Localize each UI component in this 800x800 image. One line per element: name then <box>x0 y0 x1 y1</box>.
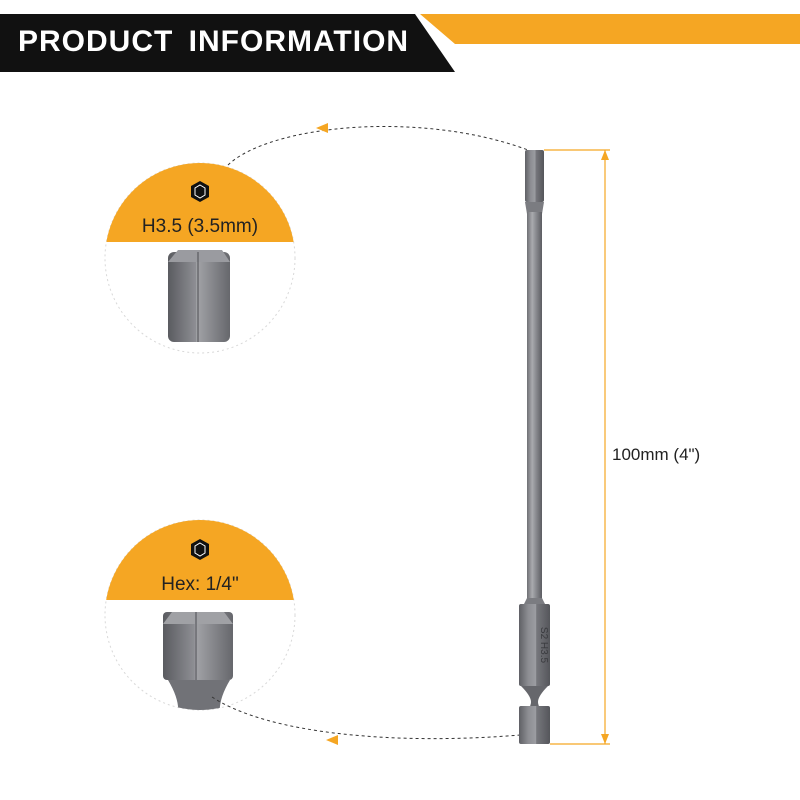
bit-shaft <box>527 212 542 598</box>
bit-engraving: S2 H3.5 <box>538 627 549 664</box>
screwdriver-bit: S2 H3.5 <box>519 150 550 744</box>
arrow-left-icon <box>326 735 338 745</box>
arrow-left-icon <box>316 123 328 133</box>
connector-arc-bottom <box>211 696 521 740</box>
banner-accent-stripe <box>0 14 800 44</box>
banner <box>0 14 800 72</box>
callout-hex-shank <box>104 519 296 711</box>
hexagon-icon <box>191 181 209 202</box>
tip-size-label: H3.5 (3.5mm) <box>141 216 259 237</box>
bit-hex-shank-upper <box>519 604 550 686</box>
callout-tip-size <box>104 162 296 354</box>
bit-groove <box>521 686 548 718</box>
hex-shank-closeup <box>163 612 233 710</box>
connector-arc-top <box>227 126 529 166</box>
length-label: 100mm (4") <box>612 445 701 464</box>
hex-tip-closeup <box>168 250 230 342</box>
hexagon-icon <box>191 539 209 560</box>
dimension-indicator <box>544 149 610 745</box>
page-title: PRODUCT INFORMATION <box>18 25 410 58</box>
banner-background <box>0 14 455 72</box>
bit-hex-shank-lower <box>519 706 550 744</box>
bit-hex-tip <box>525 150 544 202</box>
shank-size-label: Hex: 1/4" <box>161 574 239 595</box>
